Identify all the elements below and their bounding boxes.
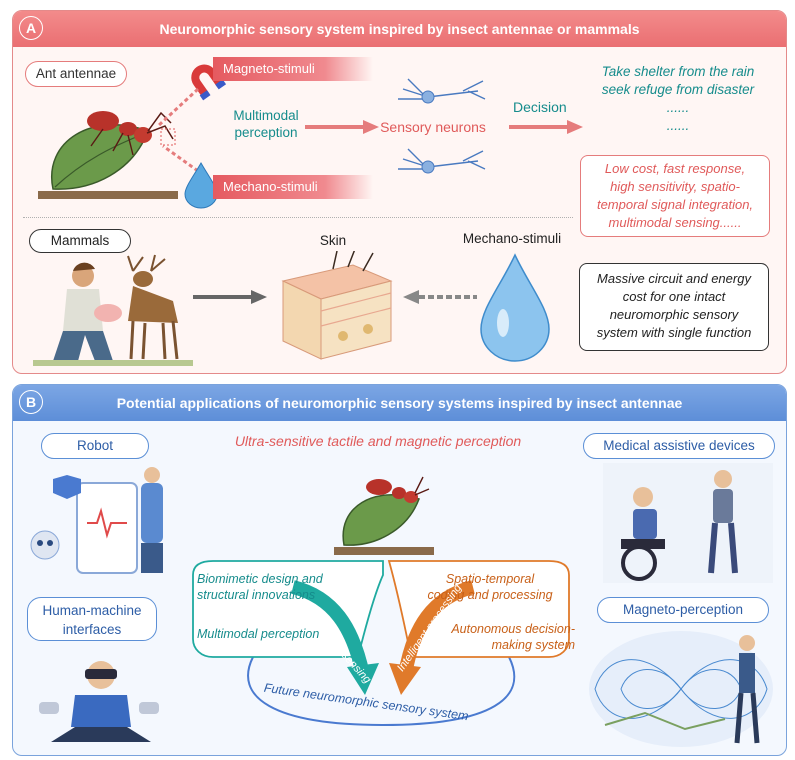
mammal-stimuli-label: Mechano-stimuli bbox=[462, 231, 562, 246]
panel-b-title: Potential applications of neuromorphic s… bbox=[116, 395, 683, 411]
hmi-label: Human-machine interfaces bbox=[27, 597, 157, 641]
dashed-arrow-from-stimuli bbox=[403, 290, 477, 304]
sensory-neurons-label: Sensory neurons bbox=[380, 119, 486, 135]
vr-headset-person-illustration bbox=[39, 661, 159, 742]
right-top-label: Spatio-temporal coding and processing bbox=[427, 572, 553, 602]
advantages-box: Low cost, fast response, high sensitivit… bbox=[580, 155, 770, 237]
panel-a-letter: A bbox=[19, 16, 43, 40]
large-water-drop-icon bbox=[480, 253, 550, 362]
center-title: Ultra-sensitive tactile and magnetic per… bbox=[234, 433, 522, 449]
arrow-to-skin bbox=[193, 290, 267, 304]
ant-antennae-label: Ant antennae bbox=[25, 61, 127, 87]
magneto-perception-label: Magneto-perception bbox=[597, 597, 769, 623]
panel-a: A Neuromorphic sensory system inspired b… bbox=[12, 10, 787, 374]
central-flow-diagram bbox=[192, 560, 570, 727]
disadvantage-box: Massive circuit and energy cost for one … bbox=[579, 263, 769, 351]
skin-cross-section-illustration bbox=[281, 251, 393, 360]
outcome-item: seek refuge from disaster bbox=[601, 82, 755, 97]
stimuli-arrows bbox=[156, 87, 200, 173]
panel-b: B Potential applications of neuromorphic… bbox=[12, 384, 787, 756]
neurons-illustration bbox=[398, 78, 486, 174]
robot-medical-illustration bbox=[30, 467, 163, 574]
panel-a-title: Neuromorphic sensory system inspired by … bbox=[159, 21, 640, 37]
left-top-label: Biomimetic design and structural innovat… bbox=[197, 572, 323, 602]
mechano-stimuli-band: Mechano-stimuli bbox=[213, 175, 373, 199]
arrow-to-neurons bbox=[305, 120, 379, 134]
decision-label: Decision bbox=[513, 99, 567, 115]
medical-devices-label: Medical assistive devices bbox=[583, 433, 775, 459]
right-bottom-label: Autonomous decision- making system bbox=[451, 622, 575, 652]
panel-b-header: B Potential applications of neuromorphic… bbox=[13, 385, 786, 421]
left-bottom-label: Multimodal perception bbox=[197, 627, 320, 641]
magneto-perception-illustration bbox=[589, 631, 773, 747]
magneto-stimuli-band: Magneto-stimuli bbox=[213, 57, 373, 81]
skin-label: Skin bbox=[319, 233, 347, 248]
panel-a-header: A Neuromorphic sensory system inspired b… bbox=[13, 11, 786, 47]
outcome-item: ...... bbox=[666, 118, 690, 133]
medical-devices-illustration bbox=[603, 463, 773, 583]
multimodal-perception-label: Multimodal perception bbox=[233, 108, 299, 140]
ant-on-leaf-illustration bbox=[38, 111, 178, 199]
section-divider bbox=[23, 217, 573, 218]
outcomes-list: Take shelter from the rain seek refuge f… bbox=[583, 63, 773, 135]
central-ant-on-leaf-illustration bbox=[334, 476, 434, 555]
arrow-to-decision bbox=[509, 120, 583, 134]
panel-b-letter: B bbox=[19, 390, 43, 414]
robot-label: Robot bbox=[41, 433, 149, 459]
outcome-item: ...... bbox=[666, 100, 690, 115]
outcome-item: Take shelter from the rain bbox=[601, 64, 755, 79]
mammals-label: Mammals bbox=[29, 229, 131, 253]
man-and-deer-illustration bbox=[33, 254, 193, 366]
